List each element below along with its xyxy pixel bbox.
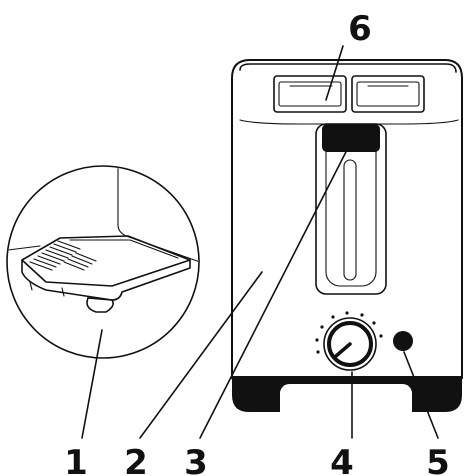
lever-handle [322,124,380,152]
leader-5 [403,351,439,439]
tray-front [21,259,114,313]
tray-foot [29,281,65,297]
tray-top [21,235,191,287]
detail-body-base [8,245,41,251]
callout-3: 3 [184,443,208,476]
bread-slots [273,75,425,113]
dial-dots [315,311,383,354]
leader-2 [139,271,263,439]
leader-6 [325,45,344,101]
callout-numbers: 1 2 3 4 5 6 [64,9,450,476]
callout-2: 2 [124,443,148,476]
leader-1 [81,329,103,439]
base-notch [280,384,412,412]
leader-3 [199,143,351,439]
tray-grill [29,240,97,271]
leader-lines [81,45,439,439]
crumb-tray-detail [6,165,200,359]
cancel-button [393,331,413,351]
callout-1: 1 [64,443,88,476]
slot-right [351,75,425,113]
callout-4: 4 [330,443,354,476]
tray-lip [69,239,179,259]
toaster [231,59,463,412]
detail-circle [6,165,200,359]
top-rim [239,63,457,73]
browning-dial [315,311,383,371]
slot-left [273,75,347,113]
tray-handle [87,259,191,301]
callout-6: 6 [348,9,372,49]
callout-5: 5 [426,443,450,476]
